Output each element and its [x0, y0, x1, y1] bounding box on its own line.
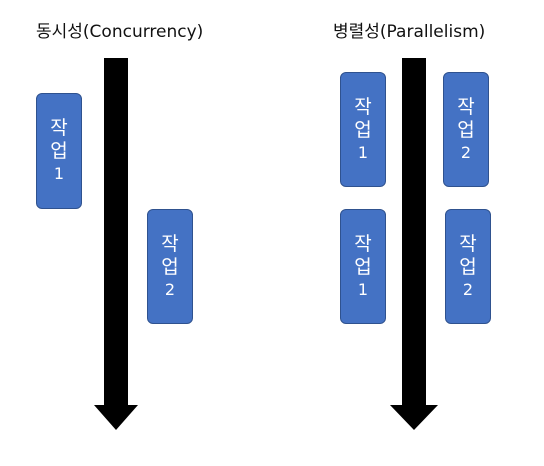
concurrency-task-1: 작 업 1 — [36, 93, 82, 209]
parallelism-task-2-bottom: 작 업 2 — [445, 209, 491, 324]
task-label-syllable-1: 작 — [457, 95, 475, 118]
task-label-syllable-1: 작 — [50, 117, 68, 139]
task-number: 2 — [460, 142, 472, 162]
task-number: 1 — [357, 142, 369, 162]
parallelism-task-2-top: 작 업 2 — [443, 72, 489, 187]
task-label-syllable-2: 업 — [459, 255, 477, 278]
parallelism-title: 병렬성(Parallelism) — [333, 22, 486, 42]
task-label-syllable-2: 업 — [354, 118, 372, 141]
task-number: 2 — [164, 279, 176, 299]
task-number: 1 — [53, 164, 65, 183]
task-label-syllable-1: 작 — [459, 232, 477, 255]
task-label-syllable-1: 작 — [354, 232, 372, 255]
task-label-syllable-1: 작 — [354, 95, 372, 118]
concurrency-time-arrow — [94, 58, 138, 430]
parallelism-task-1-top: 작 업 1 — [340, 72, 386, 187]
parallelism-time-arrow — [390, 58, 438, 430]
concurrency-title: 동시성(Concurrency) — [36, 22, 204, 42]
parallelism-task-1-bottom: 작 업 1 — [340, 209, 386, 324]
task-label-syllable-2: 업 — [354, 255, 372, 278]
concurrency-task-2: 작 업 2 — [147, 209, 193, 324]
task-number: 1 — [357, 279, 369, 299]
task-number: 2 — [462, 279, 474, 299]
task-label-syllable-2: 업 — [457, 118, 475, 141]
task-label-syllable-2: 업 — [50, 140, 68, 162]
task-label-syllable-2: 업 — [161, 255, 179, 278]
task-label-syllable-1: 작 — [161, 232, 179, 255]
